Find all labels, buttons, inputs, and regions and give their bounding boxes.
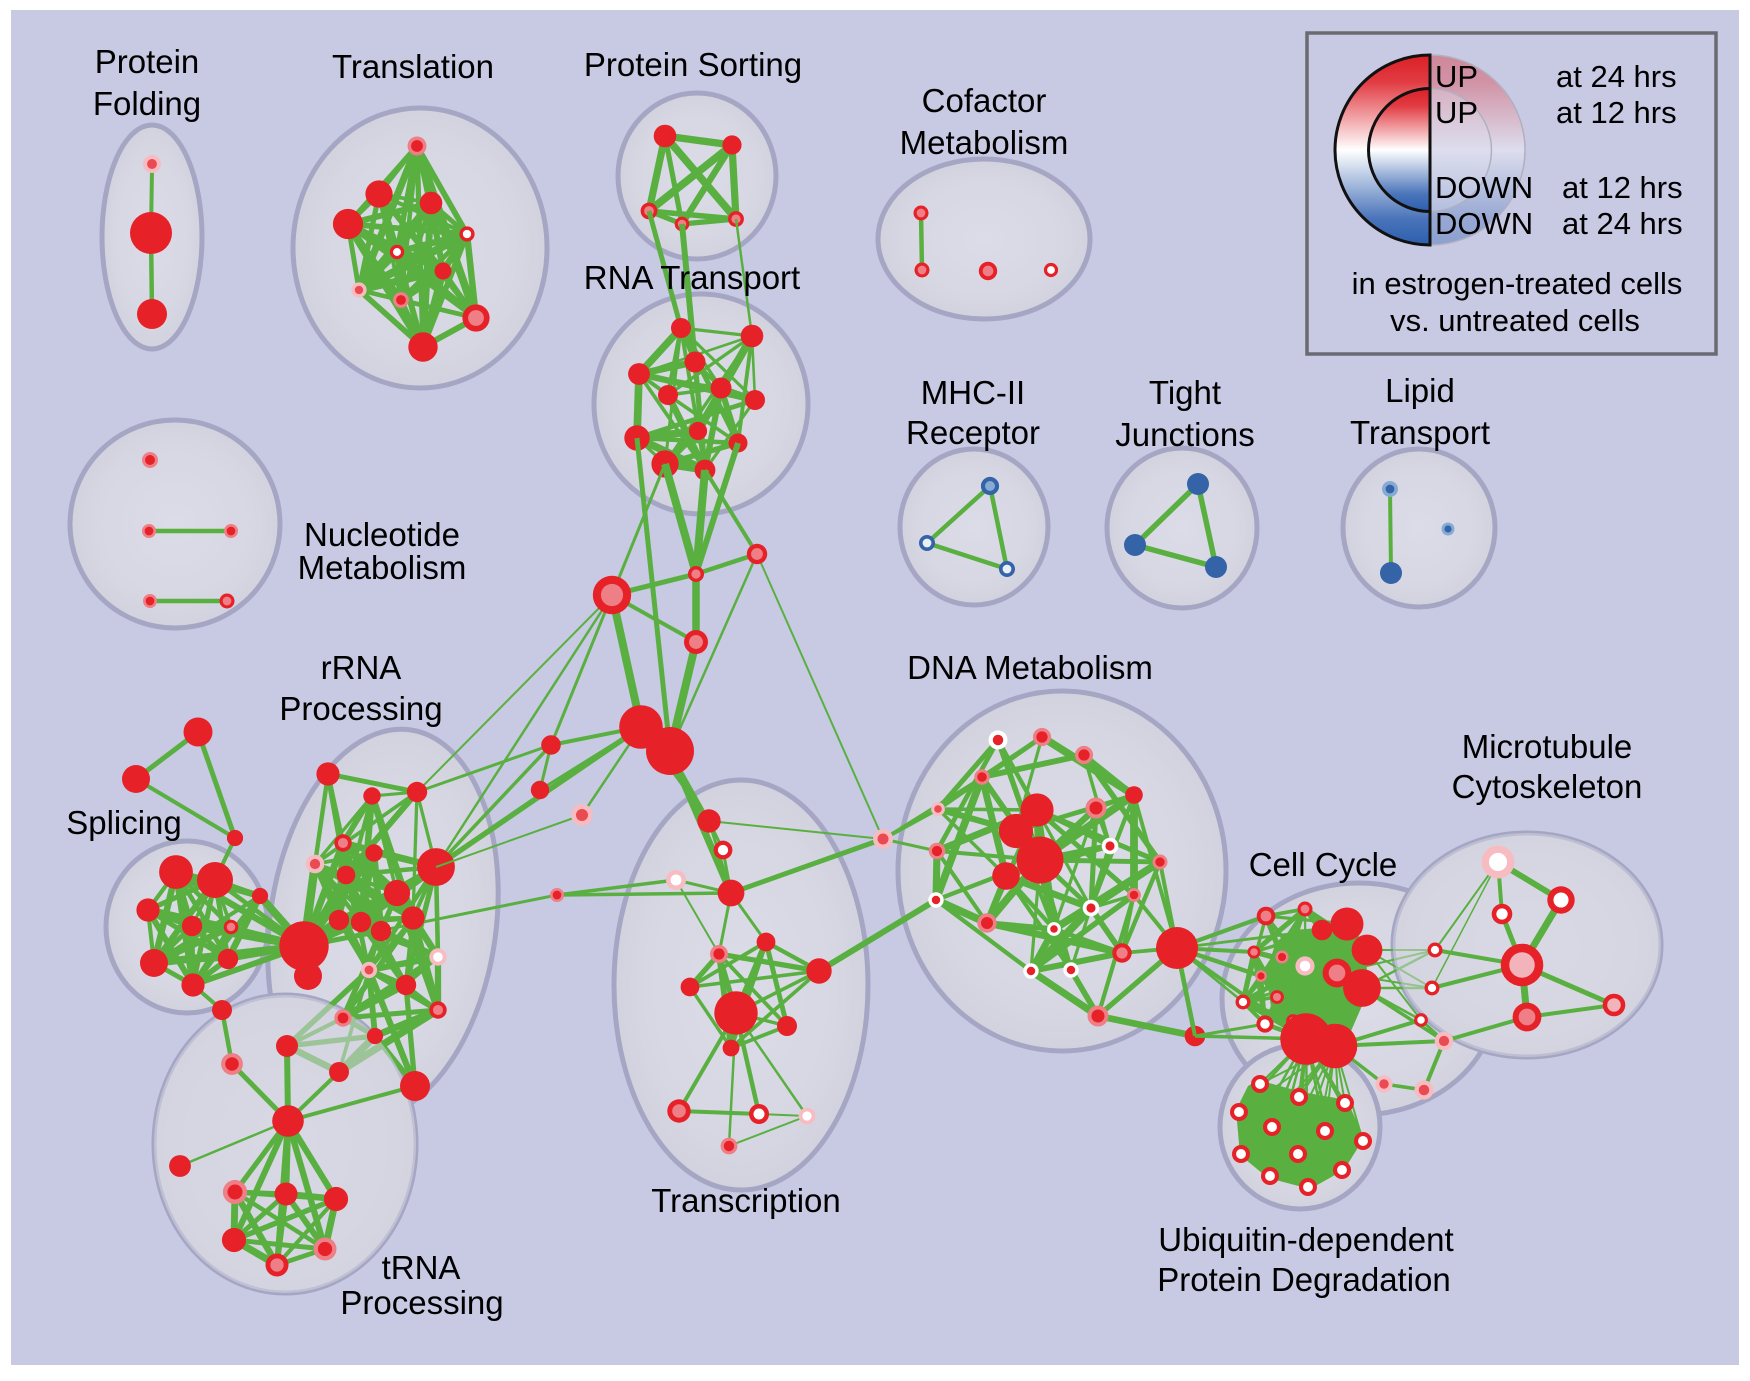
svg-text:Processing: Processing <box>340 1284 503 1321</box>
svg-text:Splicing: Splicing <box>66 804 182 841</box>
svg-text:Folding: Folding <box>93 85 201 122</box>
svg-text:Processing: Processing <box>279 690 442 727</box>
svg-text:UP: UP <box>1435 59 1478 94</box>
svg-text:Protein Sorting: Protein Sorting <box>584 46 802 83</box>
svg-text:Nucleotide: Nucleotide <box>304 516 460 553</box>
svg-text:Metabolism: Metabolism <box>900 124 1069 161</box>
svg-text:Ubiquitin-dependent: Ubiquitin-dependent <box>1158 1221 1453 1258</box>
svg-text:Microtubule: Microtubule <box>1462 728 1633 765</box>
svg-text:DNA Metabolism: DNA Metabolism <box>907 649 1153 686</box>
svg-text:Cytoskeleton: Cytoskeleton <box>1452 768 1643 805</box>
svg-text:Translation: Translation <box>332 48 494 85</box>
svg-text:MHC-II: MHC-II <box>921 374 1025 411</box>
svg-text:vs. untreated cells: vs. untreated cells <box>1390 303 1640 338</box>
svg-text:in estrogen-treated cells: in estrogen-treated cells <box>1352 266 1683 301</box>
svg-text:Cell Cycle: Cell Cycle <box>1249 846 1398 883</box>
svg-text:rRNA: rRNA <box>321 649 402 686</box>
svg-text:at 12 hrs: at 12 hrs <box>1562 170 1683 205</box>
svg-text:Junctions: Junctions <box>1115 416 1254 453</box>
svg-text:Receptor: Receptor <box>906 414 1040 451</box>
svg-text:at 24 hrs: at 24 hrs <box>1556 59 1677 94</box>
svg-text:tRNA: tRNA <box>382 1249 461 1286</box>
svg-text:Protein Degradation: Protein Degradation <box>1157 1261 1451 1298</box>
svg-text:DOWN: DOWN <box>1435 170 1533 205</box>
svg-text:Protein: Protein <box>95 43 200 80</box>
svg-text:Cofactor: Cofactor <box>922 82 1047 119</box>
svg-text:RNA Transport: RNA Transport <box>584 259 800 296</box>
svg-text:DOWN: DOWN <box>1435 206 1533 241</box>
svg-text:Lipid: Lipid <box>1385 372 1455 409</box>
svg-text:Transport: Transport <box>1350 414 1490 451</box>
svg-text:Metabolism: Metabolism <box>298 549 467 586</box>
svg-text:at 24 hrs: at 24 hrs <box>1562 206 1683 241</box>
svg-text:UP: UP <box>1435 95 1478 130</box>
svg-text:at 12 hrs: at 12 hrs <box>1556 95 1677 130</box>
svg-text:Transcription: Transcription <box>651 1182 841 1219</box>
svg-text:Tight: Tight <box>1149 374 1221 411</box>
